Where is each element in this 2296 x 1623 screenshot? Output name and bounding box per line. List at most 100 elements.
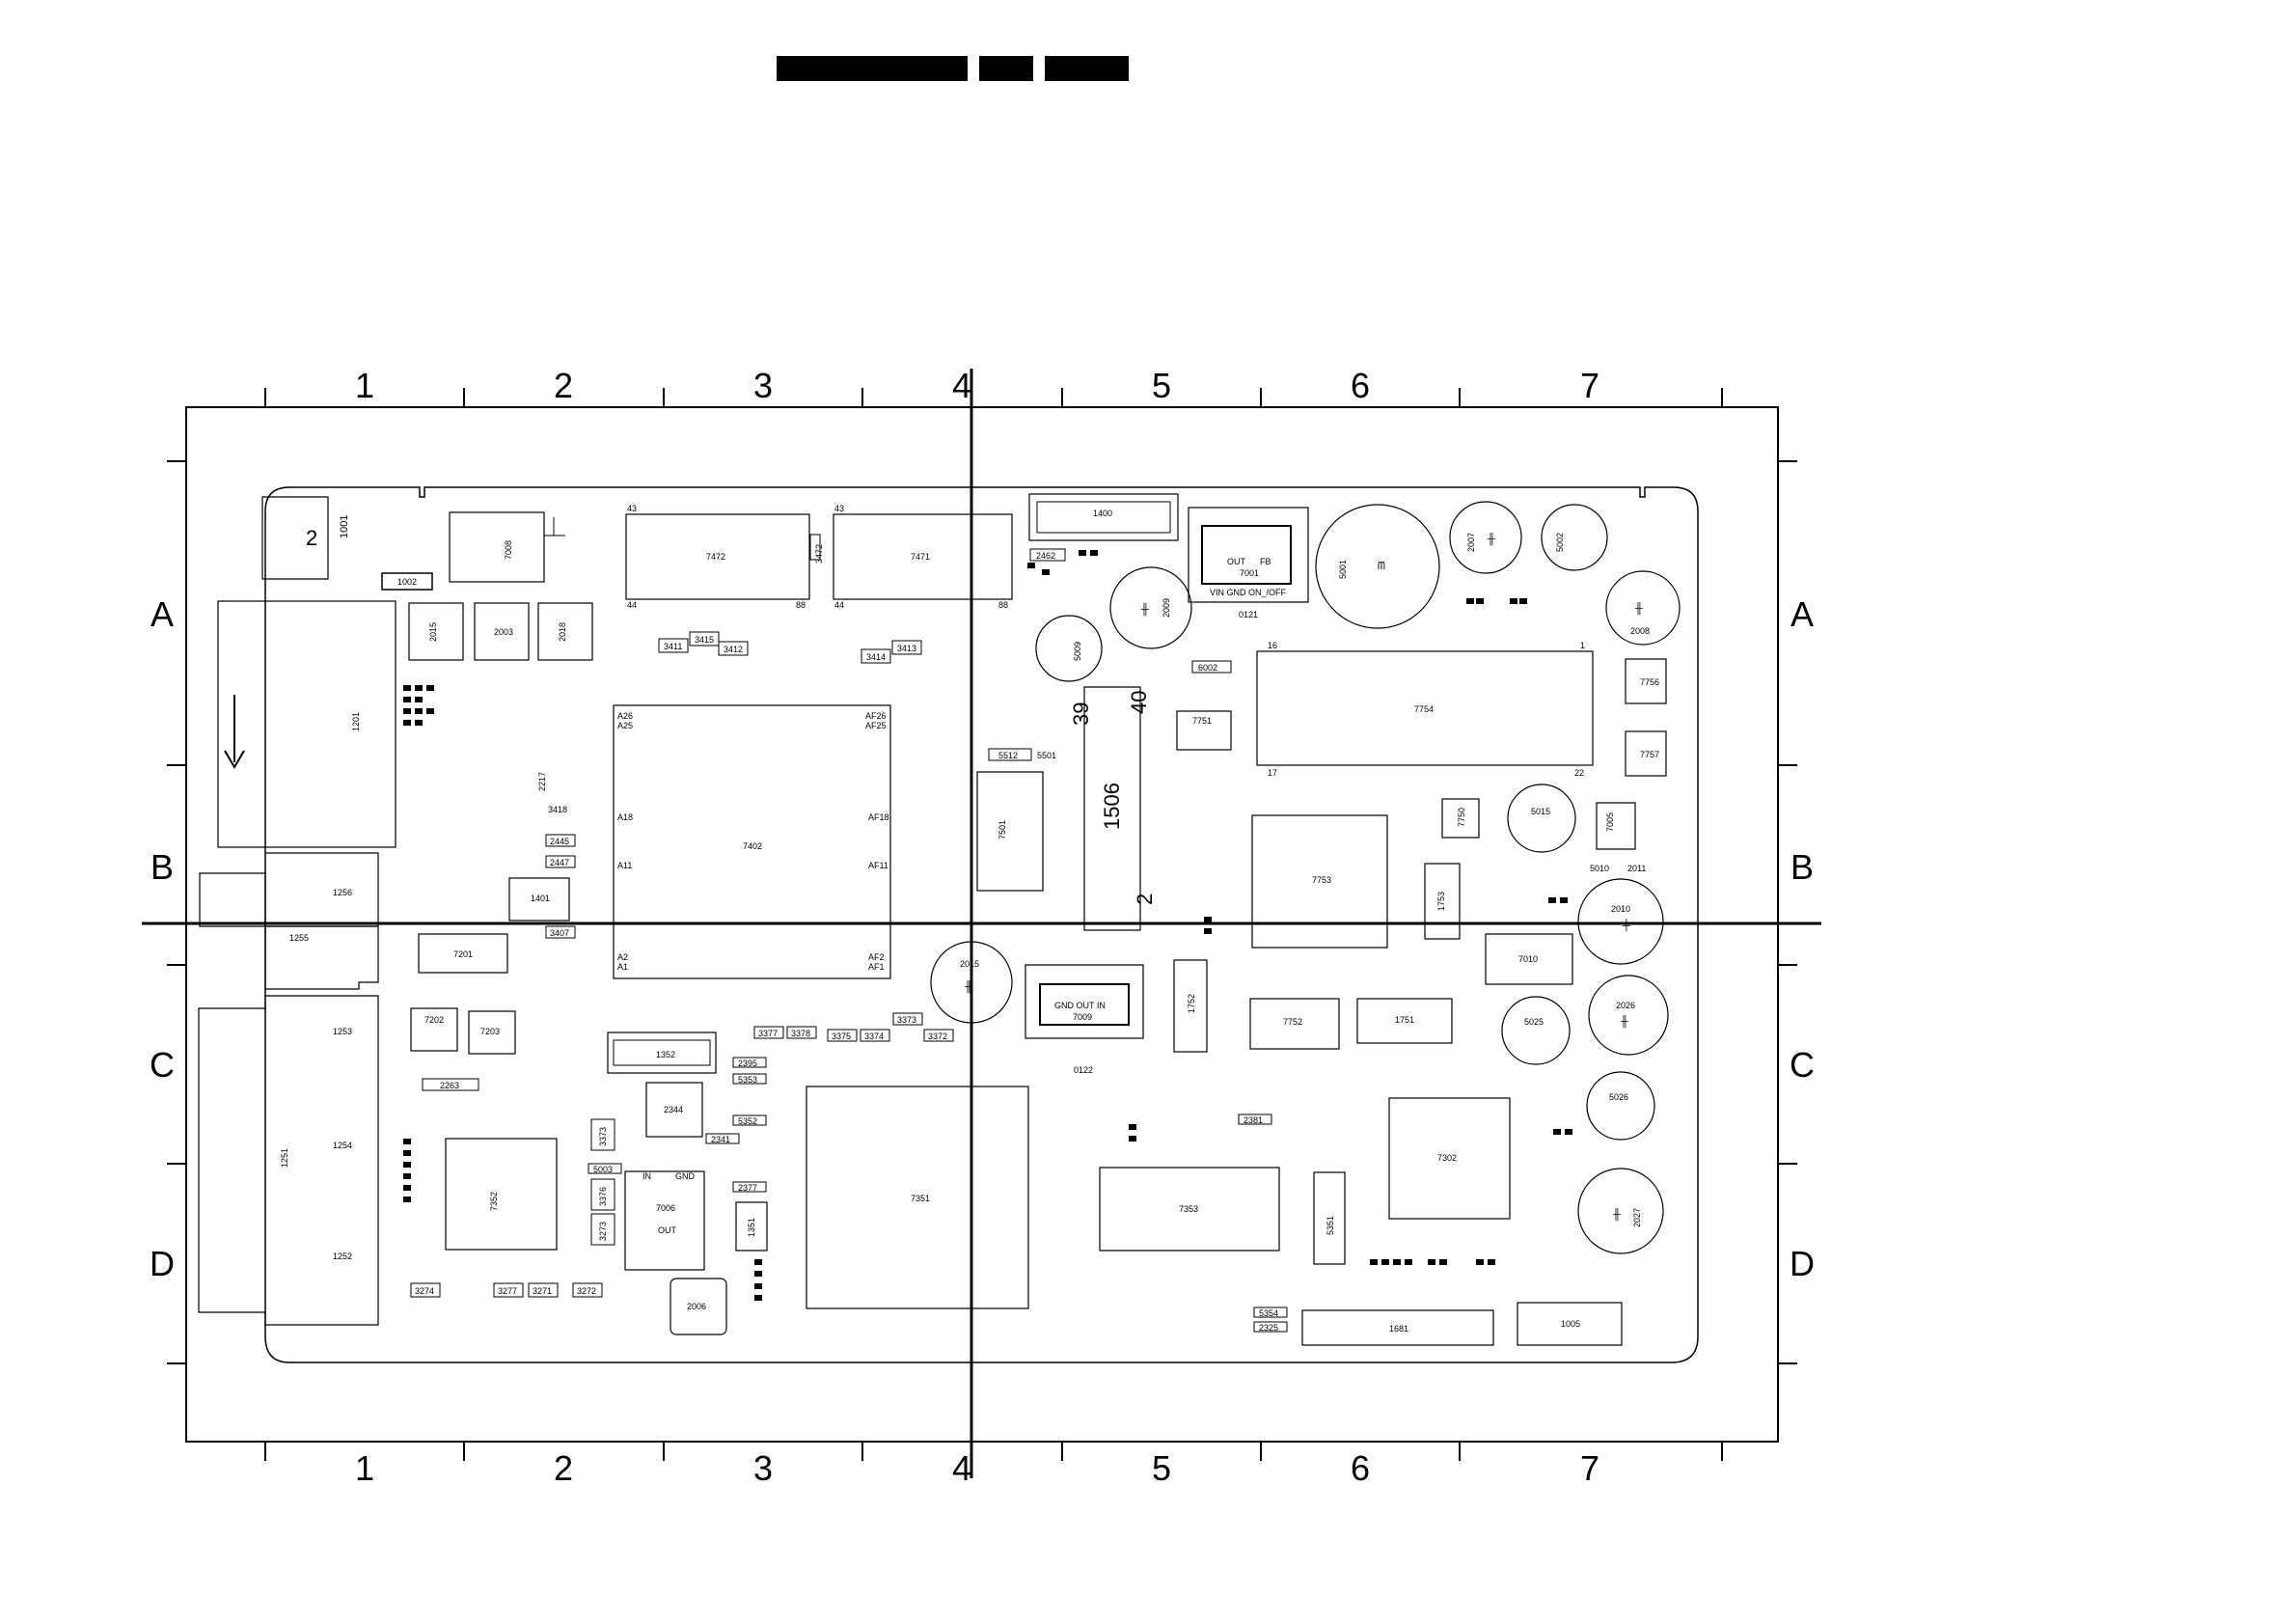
svg-text:7005: 7005 bbox=[1605, 812, 1615, 832]
svg-text:2018: 2018 bbox=[558, 622, 567, 642]
grid-col-label: 1 bbox=[355, 1448, 374, 1488]
component-7751: 7751 bbox=[1176, 710, 1232, 751]
svg-text:2003: 2003 bbox=[494, 627, 513, 637]
svg-text:2341: 2341 bbox=[711, 1135, 730, 1144]
svg-text:5009: 5009 bbox=[1073, 642, 1082, 661]
svg-text:1251: 1251 bbox=[280, 1148, 289, 1168]
component-7501: 7501 bbox=[976, 771, 1044, 892]
component-1005: 1005 bbox=[1517, 1302, 1623, 1346]
svg-text:2381: 2381 bbox=[1244, 1115, 1263, 1125]
svg-text:3273: 3273 bbox=[598, 1222, 608, 1241]
svg-text:A26: A26 bbox=[617, 711, 633, 721]
svg-text:1401: 1401 bbox=[531, 894, 550, 903]
svg-text:2027: 2027 bbox=[1632, 1208, 1642, 1227]
svg-text:5025: 5025 bbox=[1524, 1017, 1544, 1027]
component-1253: 1253 1254 1252 1251 bbox=[198, 995, 379, 1326]
svg-text:3274: 3274 bbox=[415, 1286, 434, 1296]
svg-text:2009: 2009 bbox=[1162, 598, 1171, 618]
svg-text:44: 44 bbox=[834, 600, 844, 610]
component-1506: 1506 39 40 2 bbox=[1069, 686, 1157, 931]
svg-text:A1: A1 bbox=[617, 962, 628, 972]
component-7352: 7352 bbox=[445, 1138, 558, 1251]
component-2325: 2325 bbox=[1253, 1321, 1288, 1333]
svg-text:2: 2 bbox=[1133, 894, 1157, 905]
component-1401: 1401 bbox=[508, 877, 570, 922]
component-7005: 7005 bbox=[1596, 802, 1636, 850]
svg-text:7010: 7010 bbox=[1518, 954, 1538, 964]
svg-text:7750: 7750 bbox=[1457, 808, 1466, 827]
svg-text:43: 43 bbox=[834, 504, 844, 513]
component-1400: 1400 bbox=[1028, 493, 1179, 541]
svg-text:5015: 5015 bbox=[1531, 807, 1550, 816]
grid-columns-bottom: 1 2 3 4 5 6 7 bbox=[355, 1448, 1599, 1488]
svg-text:5001: 5001 bbox=[1338, 560, 1348, 579]
svg-text:2015: 2015 bbox=[428, 622, 438, 642]
svg-text:2445: 2445 bbox=[550, 837, 569, 846]
grid-col-label: 3 bbox=[753, 1448, 773, 1488]
svg-text:1255: 1255 bbox=[289, 933, 309, 943]
grid-col-label: 7 bbox=[1580, 366, 1599, 405]
grid-row-label: C bbox=[150, 1045, 175, 1085]
svg-text:2008: 2008 bbox=[1630, 626, 1650, 636]
svg-text:A25: A25 bbox=[617, 721, 633, 730]
svg-text:╫: ╫ bbox=[1140, 602, 1149, 617]
grid-col-label: 4 bbox=[952, 1448, 971, 1488]
svg-text:1201: 1201 bbox=[351, 712, 361, 731]
svg-text:7001: 7001 bbox=[1240, 568, 1259, 578]
svg-text:3414: 3414 bbox=[866, 652, 886, 662]
svg-text:OUT: OUT bbox=[658, 1225, 677, 1235]
component-2008: 2008 ╫ bbox=[1605, 570, 1681, 646]
component-2445: 2445 bbox=[545, 834, 576, 847]
svg-text:5010: 5010 bbox=[1590, 864, 1609, 873]
component-7752: 7752 bbox=[1249, 998, 1340, 1050]
grid-row-label: D bbox=[150, 1244, 175, 1283]
component-2462: 2462 bbox=[1029, 548, 1066, 562]
component-2027: 2027 ╫ bbox=[1577, 1168, 1664, 1254]
component-5015: 5015 bbox=[1507, 784, 1576, 853]
svg-text:2011: 2011 bbox=[1627, 864, 1646, 873]
svg-text:AF11: AF11 bbox=[868, 861, 888, 870]
component-2003: 2003 bbox=[474, 602, 530, 661]
svg-text:2: 2 bbox=[306, 526, 317, 550]
svg-text:0121: 0121 bbox=[1239, 610, 1258, 619]
svg-text:1002: 1002 bbox=[397, 577, 417, 587]
svg-text:2462: 2462 bbox=[1036, 551, 1055, 561]
component-5351: 5351 bbox=[1313, 1171, 1346, 1265]
component-2344: 2344 bbox=[645, 1082, 703, 1138]
svg-text:7756: 7756 bbox=[1640, 677, 1659, 687]
component-2381: 2381 bbox=[1238, 1114, 1272, 1125]
center-crosshair bbox=[142, 369, 1821, 1478]
svg-text:1256: 1256 bbox=[333, 888, 352, 897]
smd-pad-clusters bbox=[403, 550, 1572, 1301]
component-2395: 2395 bbox=[732, 1057, 767, 1068]
svg-text:2263: 2263 bbox=[440, 1081, 459, 1090]
component-3412: 3412 bbox=[718, 641, 749, 656]
grid-col-label: 6 bbox=[1351, 1448, 1370, 1488]
svg-text:ᗰ: ᗰ bbox=[1378, 561, 1385, 572]
svg-text:A2: A2 bbox=[617, 952, 628, 962]
component-7008: 7008 bbox=[449, 511, 565, 583]
svg-text:╫: ╫ bbox=[1487, 532, 1495, 546]
svg-text:88: 88 bbox=[796, 600, 806, 610]
svg-text:5026: 5026 bbox=[1609, 1092, 1628, 1102]
component-3373b: 3373 bbox=[590, 1118, 615, 1151]
svg-text:1352: 1352 bbox=[656, 1050, 675, 1059]
svg-text:OUT: OUT bbox=[1227, 557, 1246, 566]
component-3414: 3414 bbox=[861, 648, 891, 664]
svg-text:3271: 3271 bbox=[533, 1286, 552, 1296]
component-5353: 5353 bbox=[732, 1073, 767, 1085]
component-7006: IN GND 7006 OUT bbox=[624, 1170, 705, 1271]
component-5001: 5001 ᗰ bbox=[1315, 504, 1440, 629]
svg-text:1753: 1753 bbox=[1436, 892, 1446, 911]
svg-text:2325: 2325 bbox=[1259, 1323, 1278, 1333]
grid-row-label: B bbox=[150, 847, 174, 887]
component-3277: 3277 bbox=[493, 1282, 524, 1298]
component-5512: 5512 bbox=[988, 748, 1032, 761]
svg-text:7353: 7353 bbox=[1179, 1204, 1198, 1214]
svg-text:AF18: AF18 bbox=[868, 812, 889, 822]
component-2006: 2006 bbox=[670, 1278, 727, 1335]
grid-col-label: 5 bbox=[1152, 1448, 1171, 1488]
svg-text:3375: 3375 bbox=[832, 1032, 851, 1041]
svg-text:3376: 3376 bbox=[598, 1187, 608, 1206]
